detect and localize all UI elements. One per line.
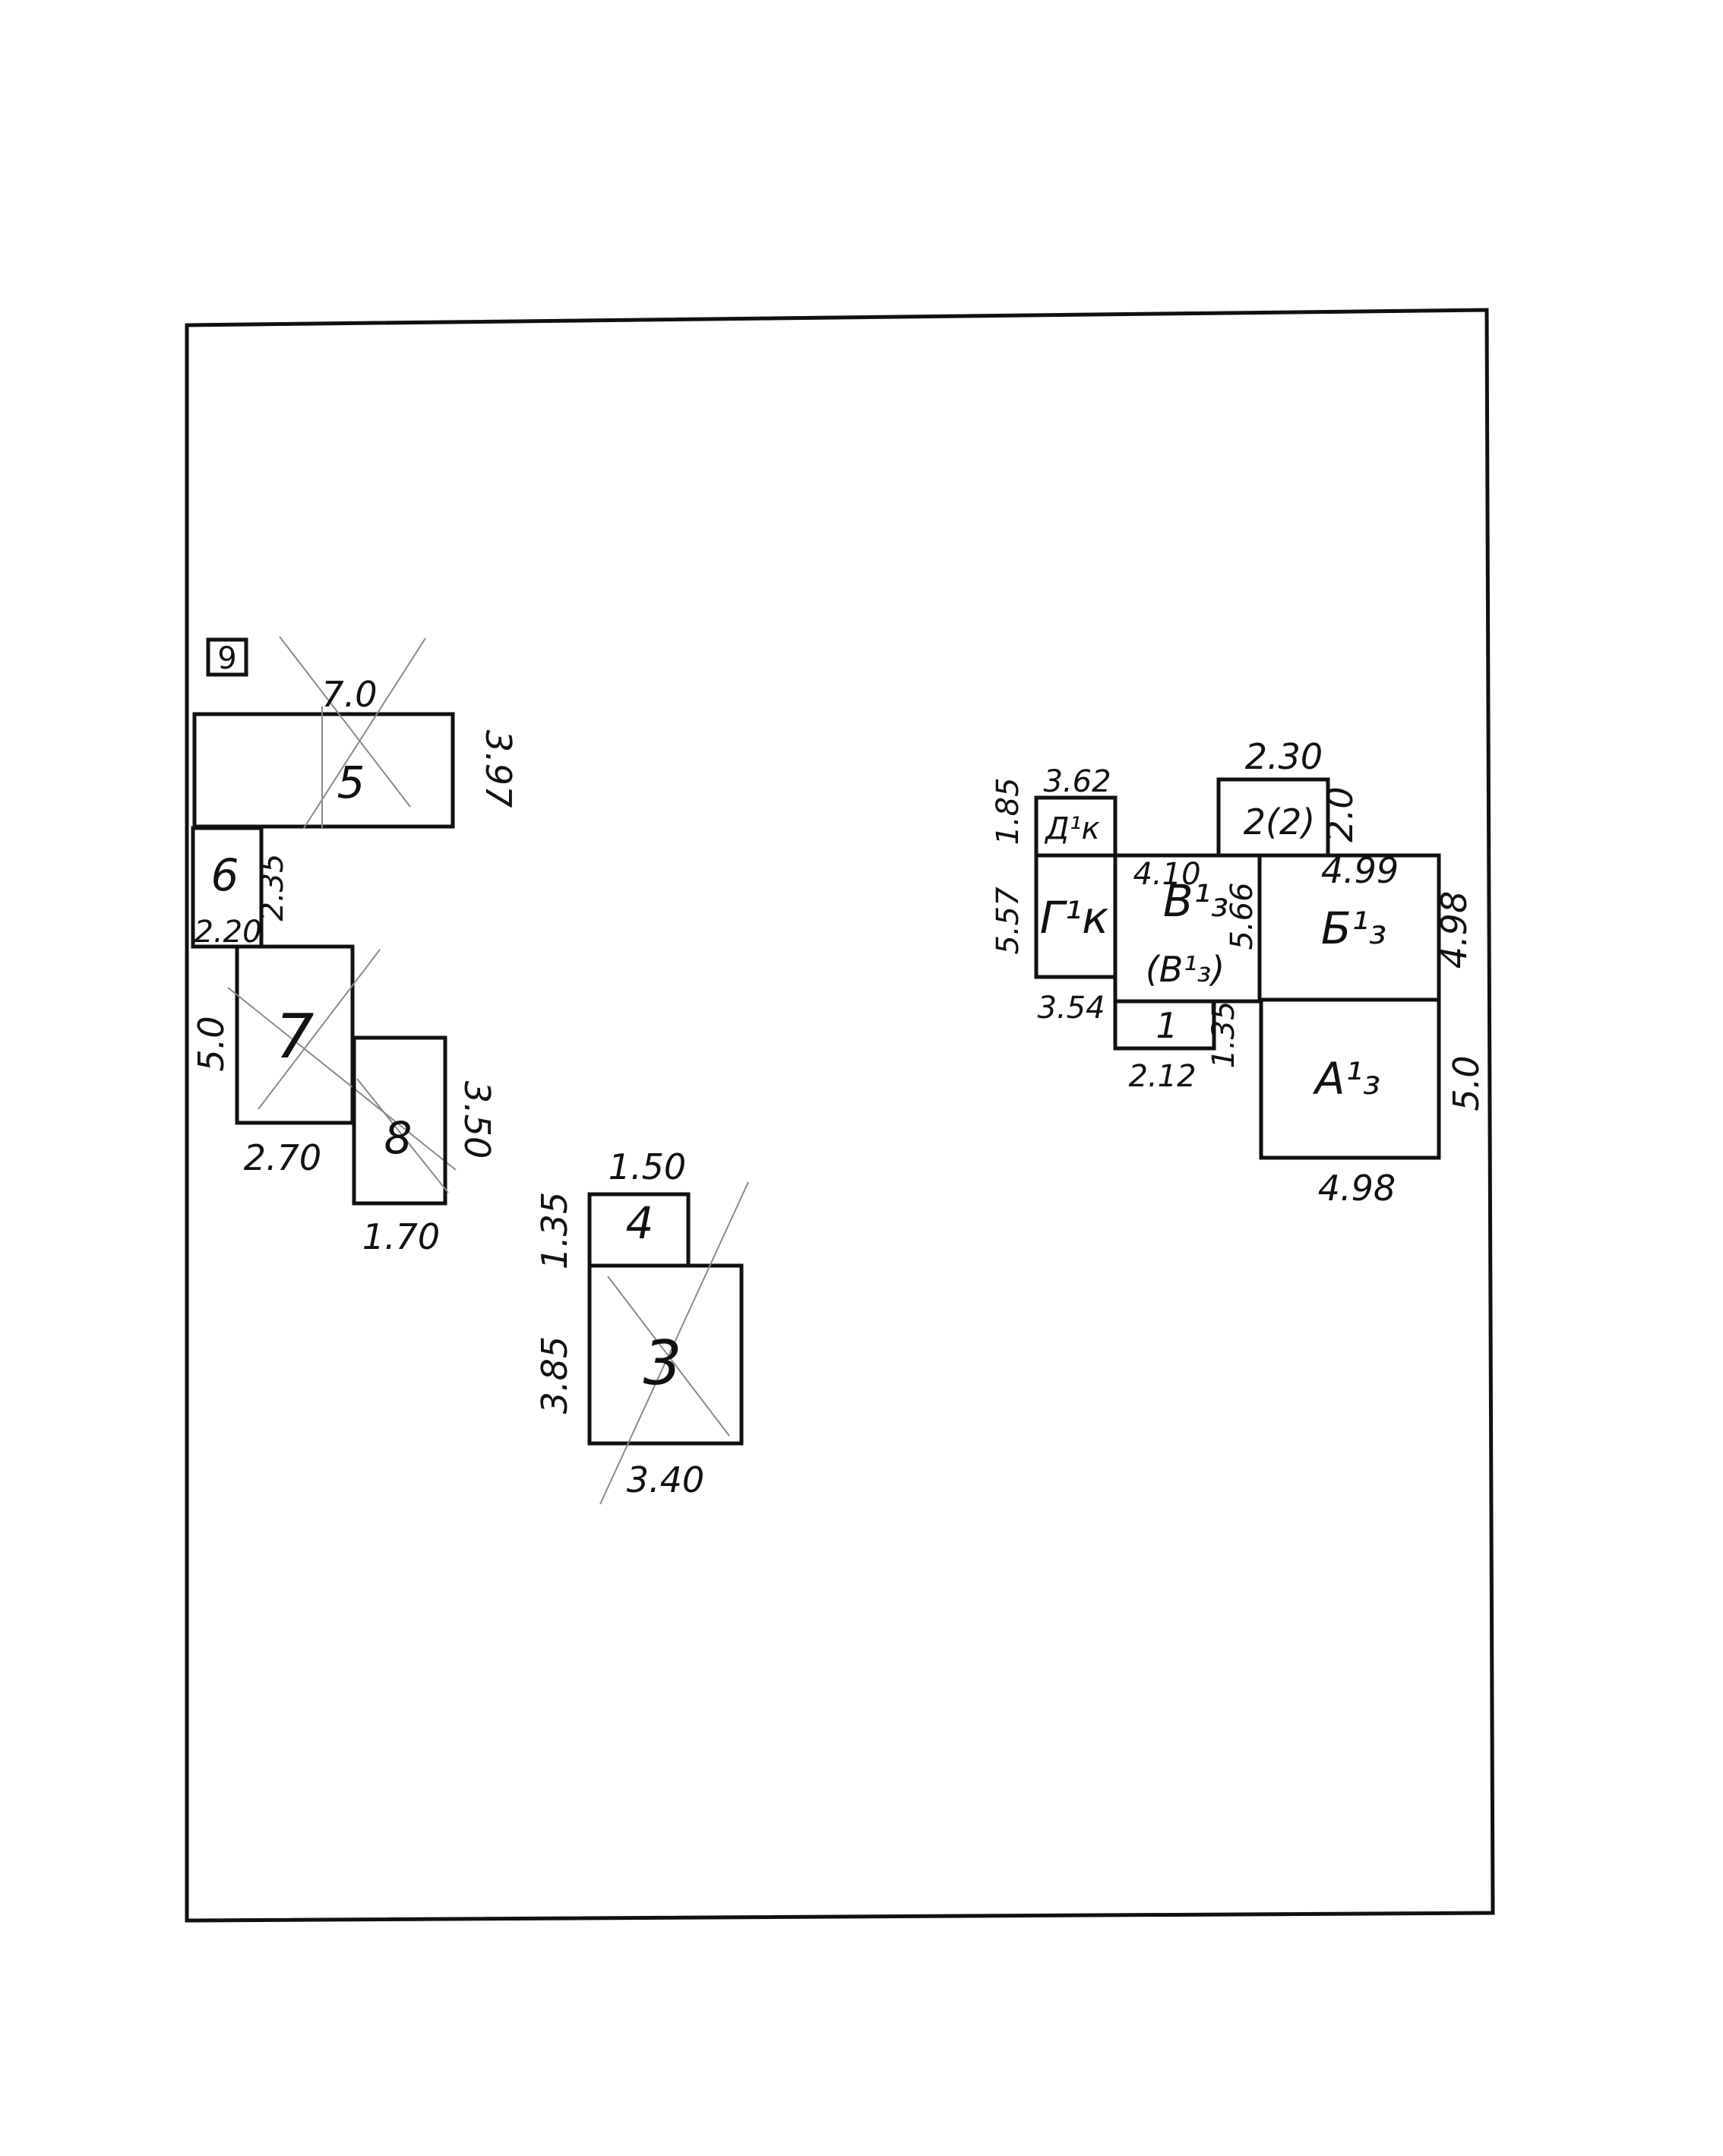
room-b-depth-dim: 4.98 [1434,891,1475,969]
left-building-group: 5 7.0 3.97 6 2.35 2.20 7 5.0 2.70 8 3.50… [191,636,519,1257]
room-3-label: 3 [643,1328,682,1399]
sheet-number: 9 [206,637,248,677]
room-7-cross-line [227,987,457,1171]
room-7-width-dim: 2.70 [244,1137,321,1178]
room-5-cross-line [303,637,426,829]
room-a: А¹₃ 5.0 4.98 [1259,997,1487,1209]
room-2-label: 2(2) [1244,801,1315,842]
room-1-outline [1113,999,1216,1051]
room-v-width-dim: 4.10 [1133,857,1200,892]
room-d: Д¹к 3.62 1.85 [991,764,1118,858]
room-d-width-dim: 3.62 [1043,764,1111,799]
room-8: 8 3.50 1.70 [352,1035,498,1257]
room-8-width-dim: 1.70 [362,1216,440,1257]
room-5-depth-dim: 3.97 [478,730,519,808]
room-1: 1 2.12 1.35 [1113,999,1241,1094]
room-3-depth-dim: 3.85 [534,1336,575,1414]
room-7-depth-dim: 5.0 [191,1016,232,1071]
sheet-number-box [206,637,248,677]
room-5-label: 5 [337,757,365,808]
room-d-label: Д¹к [1044,811,1099,846]
room-1-width-dim: 2.12 [1128,1059,1196,1094]
room-5: 5 7.0 3.97 [192,636,519,829]
room-6: 6 2.35 2.20 [191,826,290,950]
room-4: 4 1.50 1.35 [534,1146,691,1269]
room-2-depth-dim: 2.0 [1320,786,1361,842]
room-5-cross-line [279,636,411,808]
room-6-label: 6 [211,849,239,901]
room-a-outline [1259,997,1441,1160]
room-b: Б¹₃ 4.99 4.98 [1257,850,1475,1002]
room-6-outline [191,826,264,949]
sheet-number-label: 9 [217,641,236,676]
room-v-sublabel: (В¹₃) [1146,949,1225,990]
room-7: 7 5.0 2.70 [191,944,457,1178]
room-5-outline [192,712,455,829]
room-8-outline [352,1035,447,1206]
room-1-label: 1 [1156,1005,1178,1046]
room-7-outline [235,944,355,1125]
room-2: 2(2) 2.30 2.0 [1216,736,1361,858]
room-4-depth-dim: 1.35 [534,1192,575,1269]
room-g-depth-dim: 5.57 [991,887,1026,955]
room-g: Г¹к 5.57 3.54 [991,853,1118,1026]
room-3-cross-line [599,1181,749,1505]
room-g-label: Г¹к [1040,892,1109,944]
room-7-label: 7 [276,1001,315,1072]
room-d-depth-dim: 1.85 [991,777,1026,845]
room-3-outline [587,1263,744,1446]
sheet-frame [185,308,1495,1923]
room-b-width-dim: 4.99 [1321,850,1399,891]
room-2-width-dim: 2.30 [1245,736,1323,777]
room-v-depth-dim: 5.66 [1225,882,1260,950]
room-v-label: В¹₃ [1163,875,1228,927]
room-g-width-dim: 3.54 [1037,991,1105,1026]
room-a-width-dim: 4.98 [1318,1168,1396,1209]
right-building-group: Д¹к 3.62 1.85 Г¹к 5.57 3.54 В¹₃ (В¹₃) 4.… [991,736,1487,1209]
room-8-cross-line [356,1078,449,1193]
room-1-depth-dim: 1.35 [1206,1001,1241,1068]
room-4-label: 4 [626,1197,654,1249]
room-8-depth-dim: 3.50 [457,1081,498,1159]
room-6-depth-dim: 2.35 [255,853,290,921]
room-7-cross-line [258,949,381,1110]
room-6-width-dim: 2.20 [194,915,261,950]
room-4-width-dim: 1.50 [609,1146,686,1187]
room-a-depth-dim: 5.0 [1446,1055,1487,1111]
room-b-label: Б¹₃ [1321,903,1386,954]
middle-building-group: 4 1.50 1.35 3 3.85 3.40 [534,1146,749,1505]
room-a-label: А¹₃ [1312,1053,1380,1105]
room-3-width-dim: 3.40 [627,1459,704,1500]
room-3: 3 3.85 3.40 [534,1181,749,1505]
room-5-width-dim: 7.0 [321,674,377,715]
room-v: В¹₃ (В¹₃) 4.10 5.66 [1113,853,1262,1004]
room-8-label: 8 [384,1112,413,1164]
